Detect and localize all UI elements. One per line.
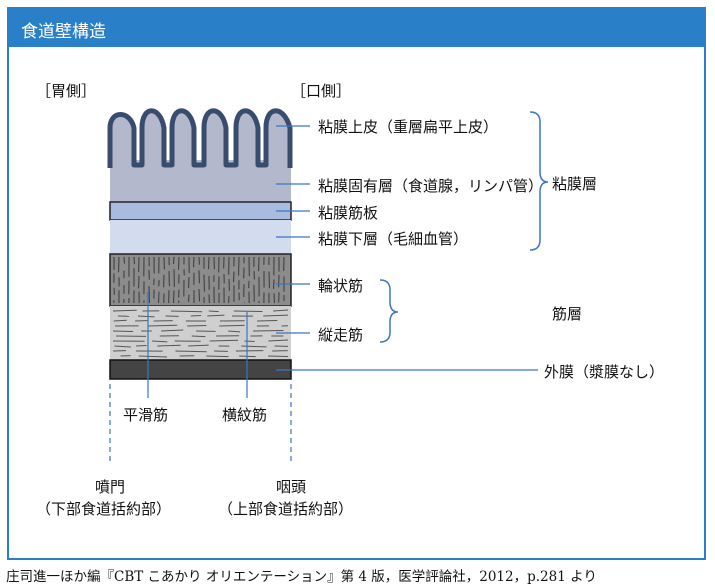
striated-muscle-label: 横紋筋 (222, 406, 268, 424)
lamina-propria-fill (110, 168, 291, 202)
muscularis-mucosae-label: 粘膜筋板 (318, 204, 379, 222)
muscle-group-label: 筋層 (552, 305, 583, 323)
epithelium-label: 粘膜上皮（重層扁平上皮） (318, 118, 499, 136)
cardia-sub-label: （下部食道括約部） (36, 500, 172, 518)
mucosa-bracket (529, 111, 549, 251)
source-caption: 庄司進一ほか編『CBT こあかり オリエンテーション』第 4 版，医学評論社，2… (6, 569, 597, 585)
longitudinal-muscle-texture (112, 309, 289, 358)
leader-lines (276, 125, 538, 371)
muscle-bracket (379, 279, 399, 343)
circular-muscle-label: 輪状筋 (318, 277, 364, 295)
muscularis-mucosae-band (109, 201, 292, 221)
submucosa-label: 粘膜下層（毛細血管） (318, 230, 469, 248)
lamina-propria-label: 粘膜固有層（食道腺，リンパ管） (318, 177, 544, 195)
submucosa-band (110, 220, 291, 254)
stomach-side-label: ［胃側］ (36, 82, 97, 100)
epithelium-folds (107, 108, 293, 168)
longitudinal-muscle-label: 縦走筋 (318, 326, 364, 344)
circular-muscle-band (109, 253, 292, 307)
smooth-muscle-label: 平滑筋 (123, 406, 169, 424)
adventitia-label: 外膜（漿膜なし） (544, 363, 665, 381)
muscle-type-pointers (147, 292, 248, 398)
cardia-label: 噴門 (95, 478, 126, 496)
mouth-side-label: ［口側］ (291, 82, 352, 100)
boundary-lines (109, 384, 292, 462)
pharynx-label: 咽頭 (276, 478, 307, 496)
mucosa-group-label: 粘膜層 (552, 175, 598, 193)
header-bar: 食道壁構造 (9, 9, 704, 47)
circular-muscle-texture (113, 256, 285, 304)
adventitia-band (109, 359, 292, 380)
page-title: 食道壁構造 (21, 22, 106, 42)
pharynx-sub-label: （上部食道括約部） (218, 500, 354, 518)
